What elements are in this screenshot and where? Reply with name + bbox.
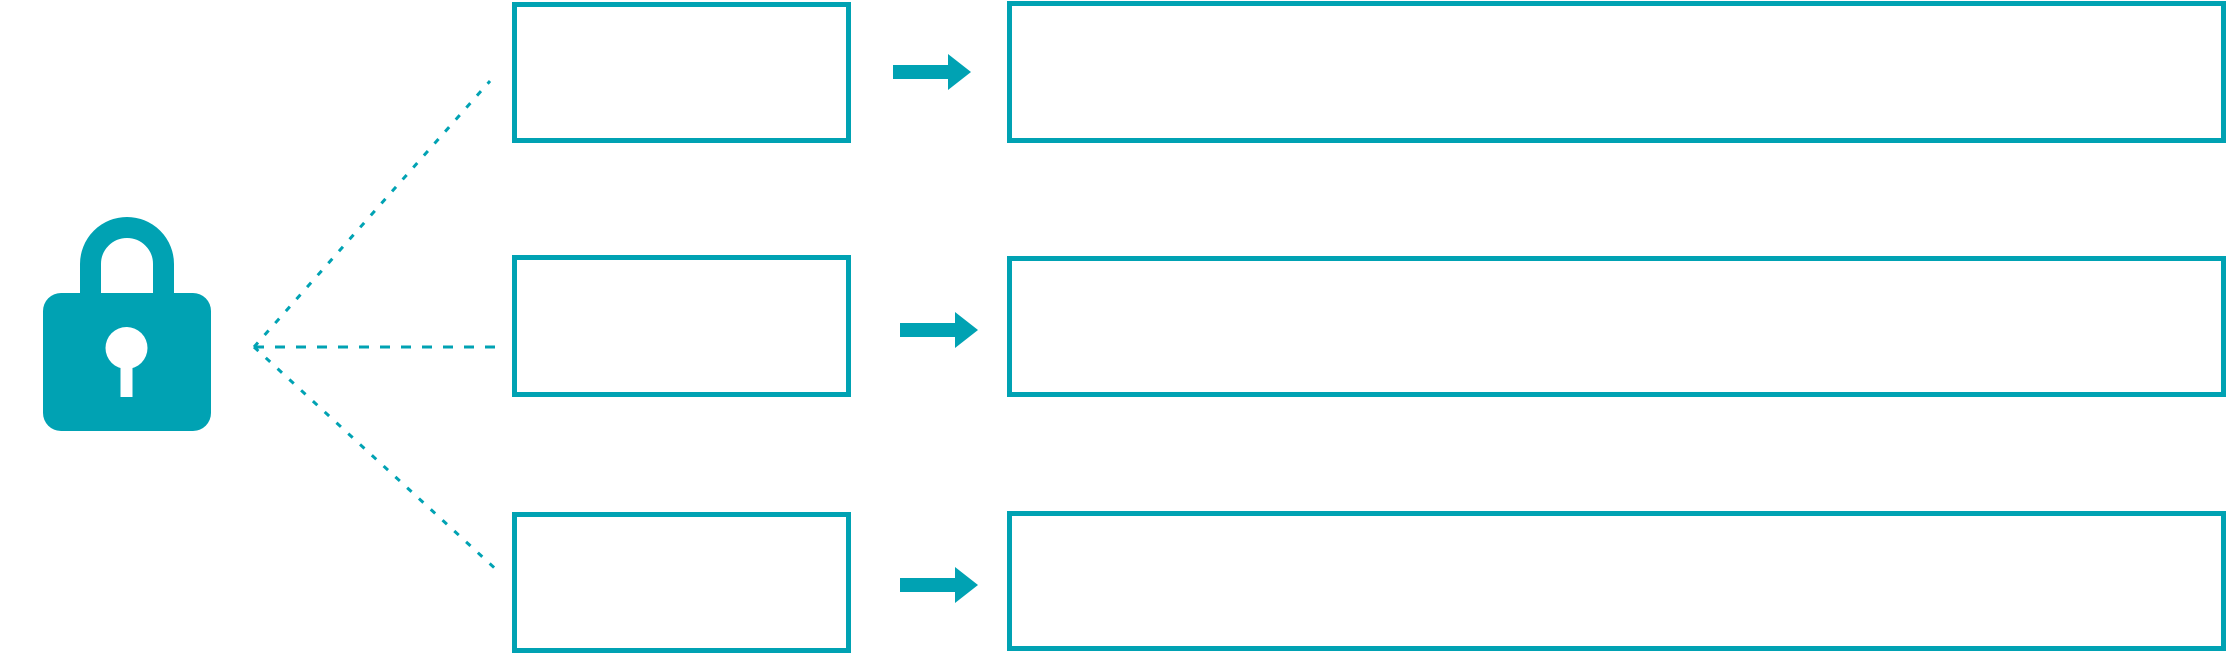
- source-box-top: [512, 2, 851, 143]
- right-arrow-icon: [900, 312, 978, 348]
- target-box-bottom: [1007, 511, 2226, 651]
- source-box-bottom: [512, 512, 851, 653]
- connector-line-top: [252, 80, 492, 348]
- lock-icon: [43, 217, 211, 431]
- right-arrow-icon: [900, 567, 978, 603]
- right-arrow-icon: [893, 54, 971, 90]
- target-box-middle: [1007, 256, 2226, 397]
- connector-line-bottom: [252, 345, 502, 575]
- target-box-top: [1007, 1, 2226, 143]
- source-box-middle: [512, 255, 851, 397]
